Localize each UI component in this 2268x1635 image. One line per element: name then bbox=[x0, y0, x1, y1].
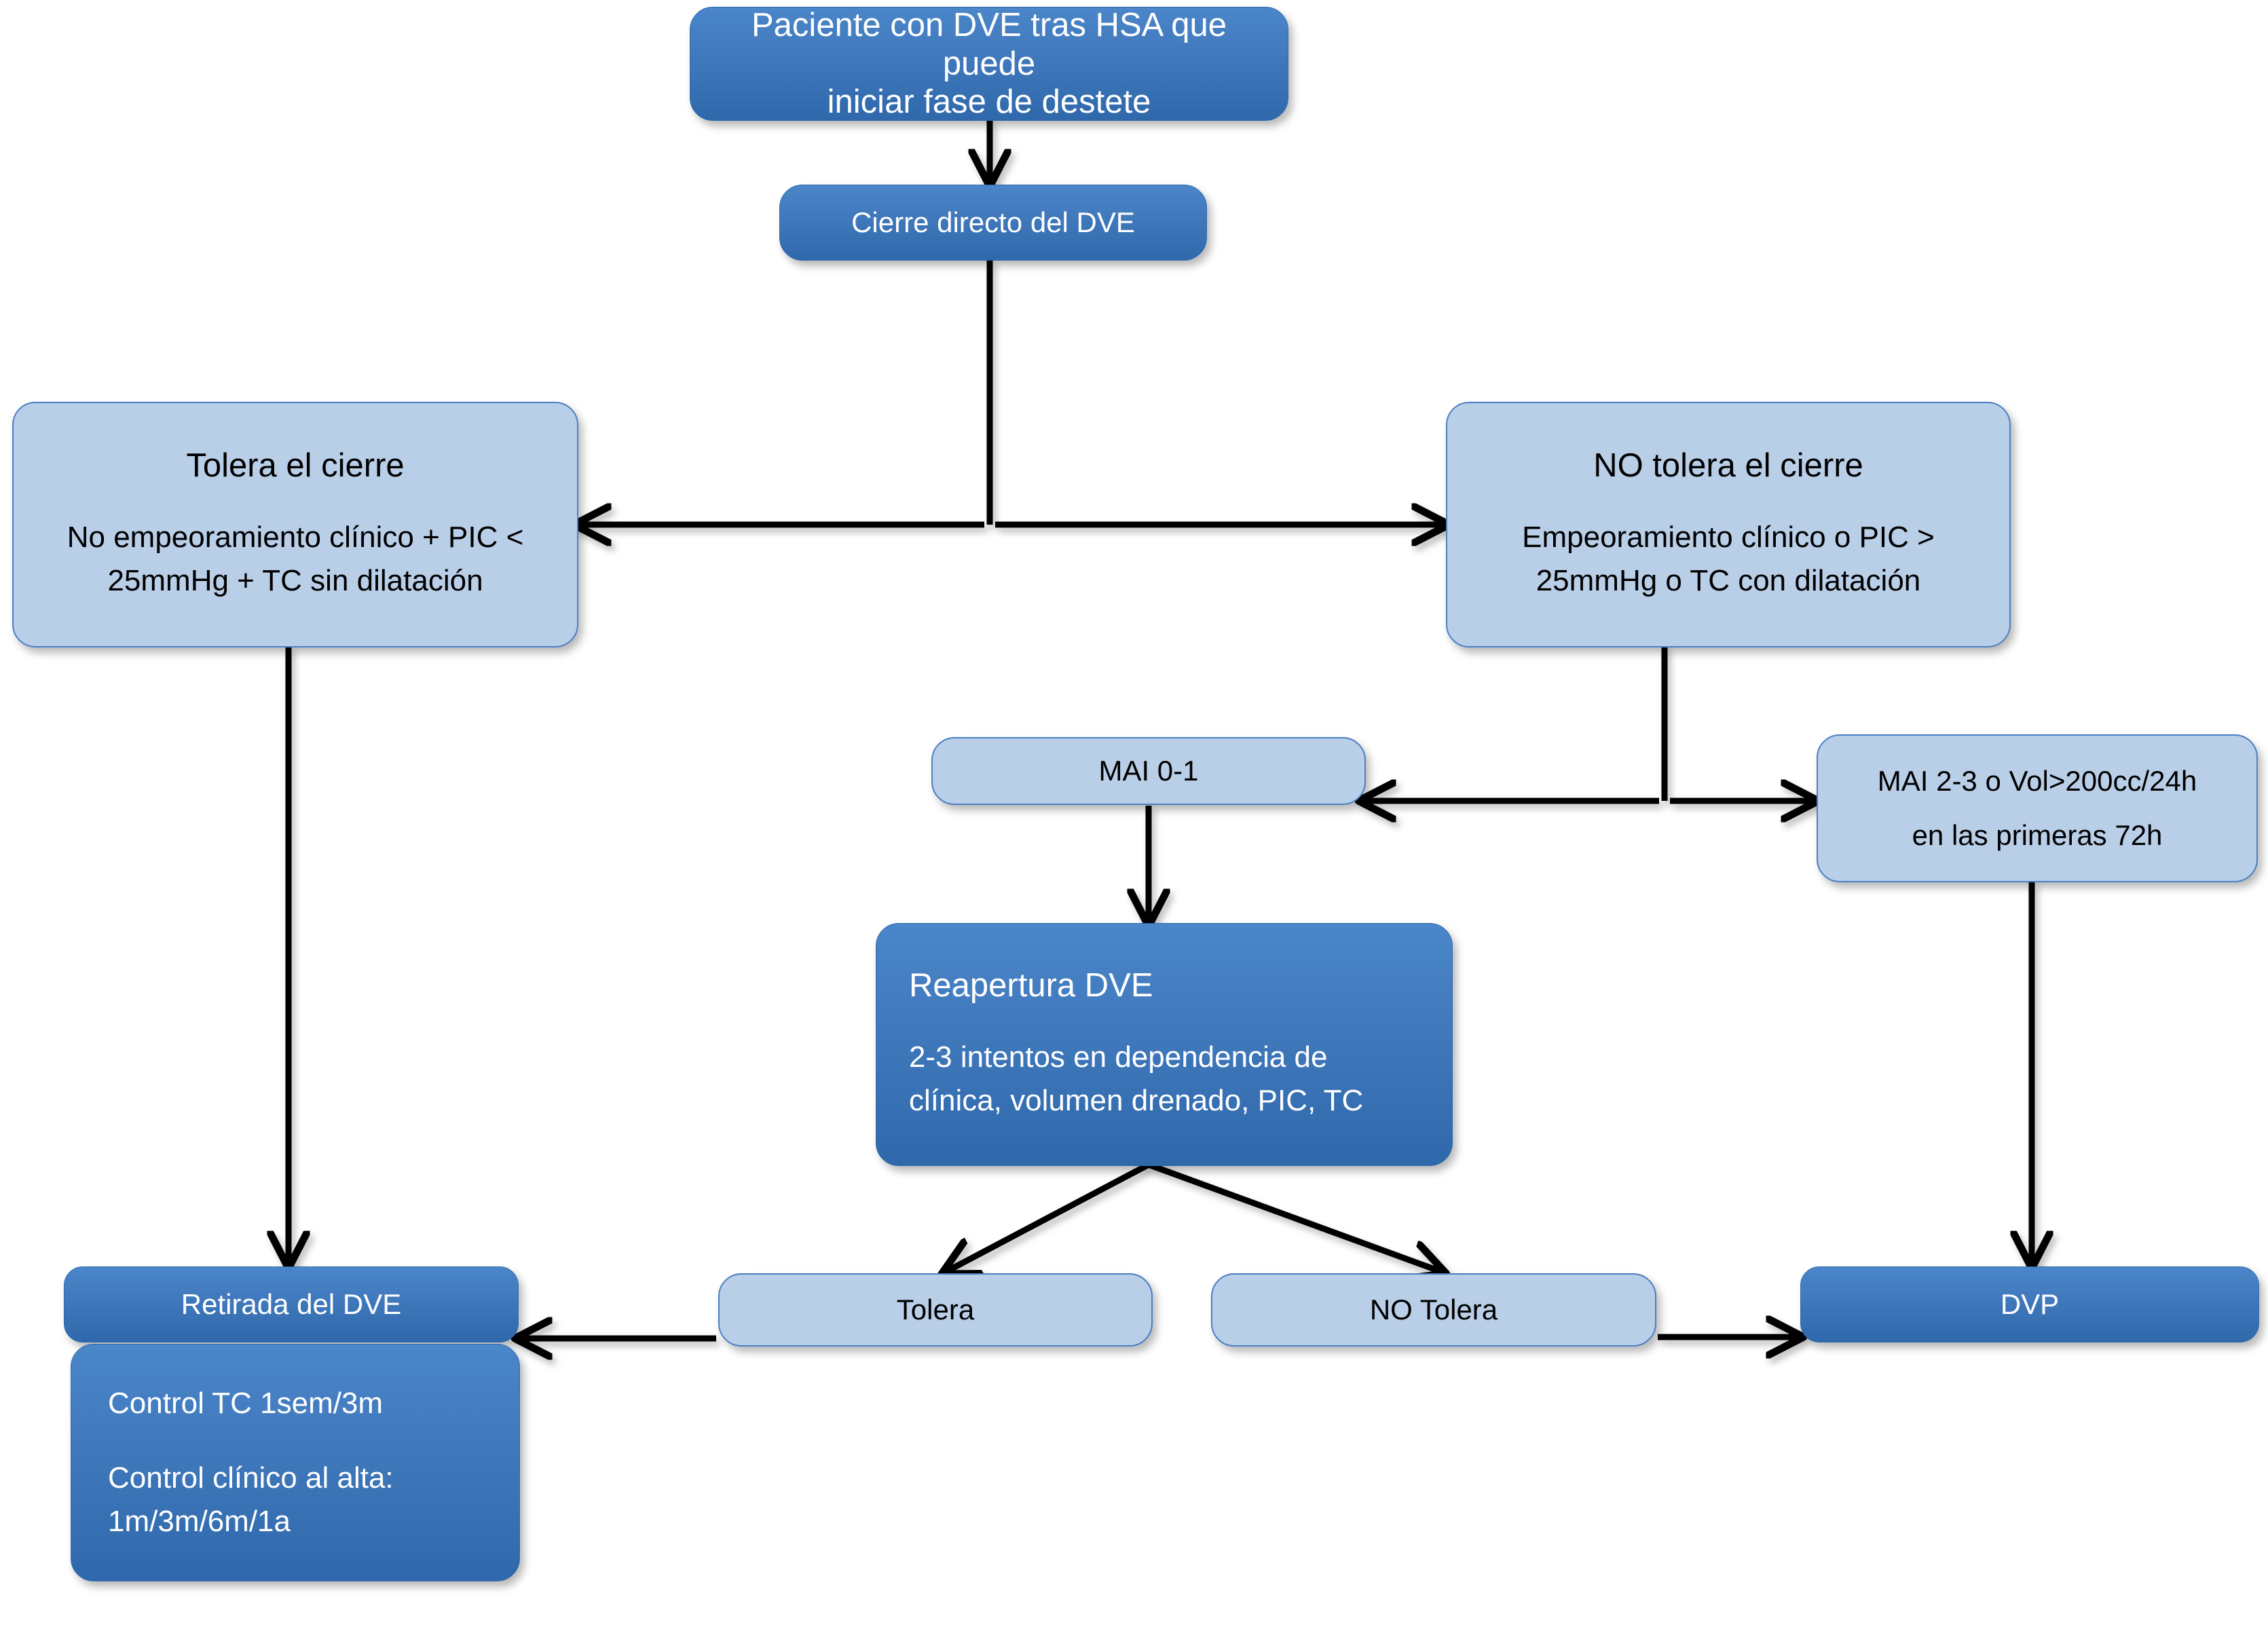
node-retirada-del-dve[interactable]: Retirada del DVE bbox=[64, 1266, 519, 1342]
spacer bbox=[37, 485, 554, 516]
node-no-tolera-el-cierre-line2: 25mmHg o TC con dilatación bbox=[1536, 564, 1921, 598]
node-no-tolera-label: NO Tolera bbox=[1369, 1293, 1498, 1326]
node-no-tolera-el-cierre[interactable]: NO tolera el cierre Empeoramiento clínic… bbox=[1446, 402, 2011, 647]
node-start-line1: Paciente con DVE tras HSA que puede bbox=[751, 7, 1227, 82]
node-control-line3: 1m/3m/6m/1a bbox=[108, 1504, 291, 1538]
node-reapertura-dve[interactable]: Reapertura DVE 2-3 intentos en dependenc… bbox=[876, 923, 1453, 1166]
node-mai-0-1-label: MAI 0-1 bbox=[1098, 754, 1199, 787]
node-dvp-label: DVP bbox=[2000, 1288, 2060, 1320]
spacer bbox=[1470, 485, 1986, 516]
node-mai-2-3-line1: MAI 2-3 o Vol>200cc/24h bbox=[1877, 764, 2197, 797]
node-tolera[interactable]: Tolera bbox=[718, 1273, 1153, 1347]
node-tolera-el-cierre-title: Tolera el cierre bbox=[186, 447, 405, 485]
node-mai-0-1[interactable]: MAI 0-1 bbox=[931, 737, 1366, 805]
spacer bbox=[108, 1425, 483, 1457]
node-tolera-el-cierre[interactable]: Tolera el cierre No empeoramiento clínic… bbox=[12, 402, 578, 647]
node-mai-2-3[interactable]: MAI 2-3 o Vol>200cc/24h en las primeras … bbox=[1817, 734, 2258, 882]
node-cierre-directo[interactable]: Cierre directo del DVE bbox=[779, 185, 1207, 261]
spacer bbox=[909, 1004, 1419, 1036]
node-dvp[interactable]: DVP bbox=[1800, 1266, 2259, 1342]
node-reapertura-dve-title: Reapertura DVE bbox=[909, 967, 1153, 1004]
node-start-line2: iniciar fase de destete bbox=[827, 83, 1151, 121]
node-mai-2-3-line2: en las primeras 72h bbox=[1912, 819, 2163, 851]
node-control-line1: Control TC 1sem/3m bbox=[108, 1387, 384, 1421]
node-tolera-el-cierre-line2: 25mmHg + TC sin dilatación bbox=[107, 564, 483, 598]
spacer bbox=[1841, 798, 2233, 819]
node-reapertura-dve-line1: 2-3 intentos en dependencia de bbox=[909, 1040, 1328, 1074]
node-no-tolera-el-cierre-line1: Empeoramiento clínico o PIC > bbox=[1522, 521, 1935, 555]
node-tolera-label: Tolera bbox=[896, 1293, 975, 1326]
node-retirada-del-dve-label: Retirada del DVE bbox=[181, 1288, 402, 1320]
node-no-tolera-el-cierre-title: NO tolera el cierre bbox=[1593, 447, 1863, 485]
node-control-line2: Control clínico al alta: bbox=[108, 1461, 394, 1495]
node-tolera-el-cierre-line1: No empeoramiento clínico + PIC < bbox=[67, 521, 524, 555]
node-cierre-directo-label: Cierre directo del DVE bbox=[851, 206, 1135, 238]
node-no-tolera[interactable]: NO Tolera bbox=[1211, 1273, 1656, 1347]
node-start[interactable]: Paciente con DVE tras HSA que puede inic… bbox=[690, 7, 1288, 121]
node-reapertura-dve-line2: clínica, volumen drenado, PIC, TC bbox=[909, 1084, 1364, 1118]
node-control-seguimiento[interactable]: Control TC 1sem/3m Control clínico al al… bbox=[71, 1344, 520, 1581]
edge-reapertura-to-tolera bbox=[946, 1162, 1151, 1272]
edge-reapertura-to-no-tolera bbox=[1147, 1161, 1442, 1272]
